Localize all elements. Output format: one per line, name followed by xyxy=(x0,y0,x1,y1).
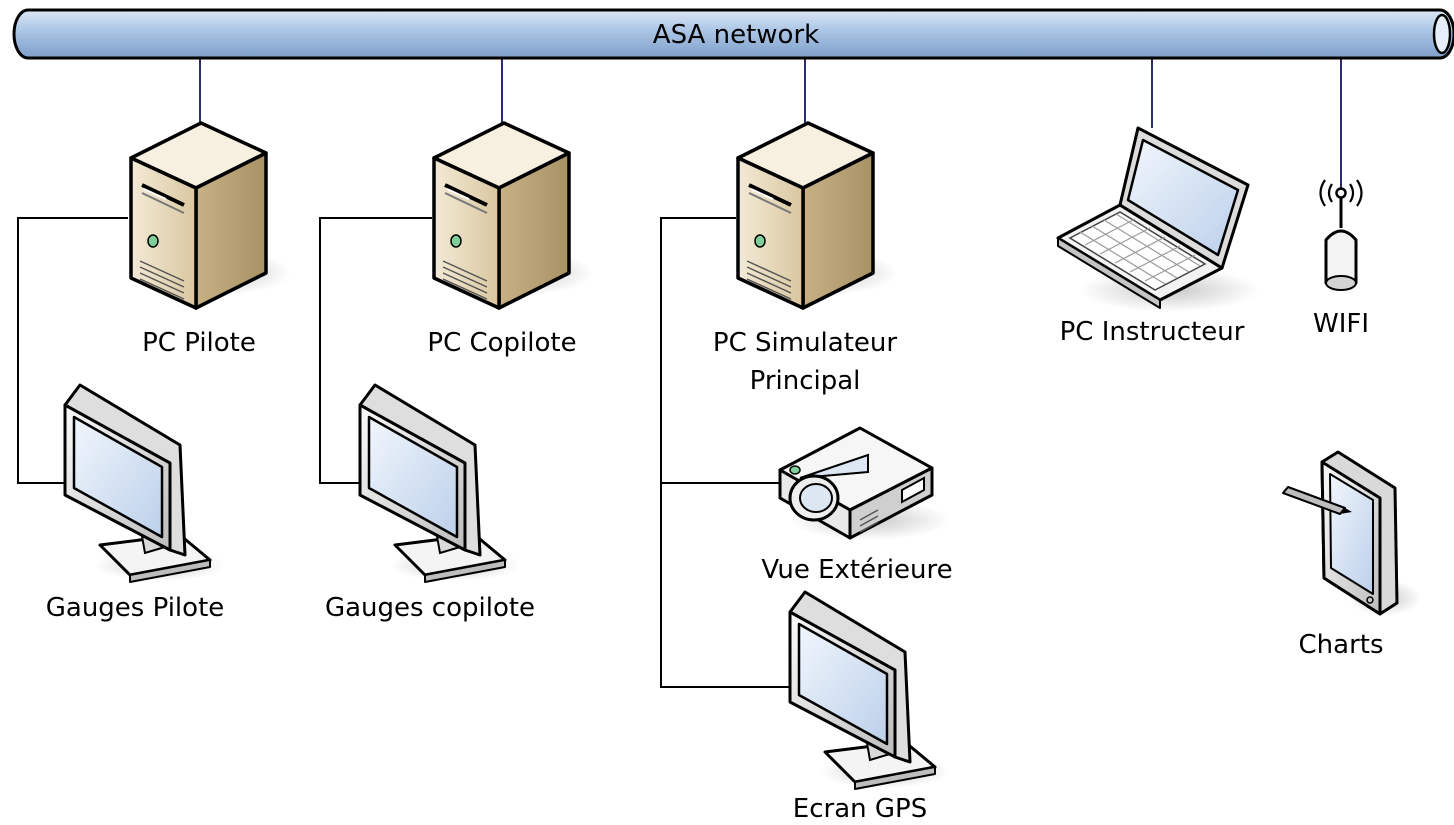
network-label: ASA network xyxy=(653,20,819,50)
charts-label: Charts xyxy=(1299,630,1384,660)
wifi-label: WIFI xyxy=(1313,309,1369,339)
monitor-icon xyxy=(788,590,952,791)
node-wifi: WIFI xyxy=(1313,179,1369,339)
pc-simulateur-label-line2: Principal xyxy=(750,366,861,396)
pc-instructeur-label: PC Instructeur xyxy=(1060,317,1245,347)
wifi-access-point-icon xyxy=(1319,179,1363,291)
node-pc-copilote: PC Copilote xyxy=(427,121,596,358)
node-gauges-copilote: Gauges copilote xyxy=(325,383,535,623)
node-pc-pilote: PC Pilote xyxy=(129,121,293,358)
asa-network-bus: ASA network xyxy=(12,8,1454,60)
server-tower-icon xyxy=(129,121,293,310)
laptop-icon xyxy=(1056,126,1260,312)
pc-simulateur-label-line1: PC Simulateur xyxy=(713,328,897,358)
projector-icon xyxy=(778,426,950,540)
node-gauges-pilote: Gauges Pilote xyxy=(46,383,227,623)
server-tower-icon xyxy=(432,121,596,310)
pc-pilote-label: PC Pilote xyxy=(142,328,256,358)
node-pc-simulateur: PC Simulateur Principal xyxy=(713,121,900,396)
server-tower-icon xyxy=(736,121,900,310)
node-ecran-gps: Ecran GPS xyxy=(788,590,952,824)
node-vue-exterieure: Vue Extérieure xyxy=(761,426,953,585)
gauges-copilote-label: Gauges copilote xyxy=(325,593,535,623)
vue-exterieure-label: Vue Extérieure xyxy=(761,555,952,585)
tablet-icon xyxy=(1282,450,1421,616)
ecran-gps-label: Ecran GPS xyxy=(793,794,927,824)
network-links xyxy=(199,58,1342,190)
gauges-pilote-label: Gauges Pilote xyxy=(46,593,225,623)
pc-copilote-label: PC Copilote xyxy=(427,328,576,358)
node-charts: Charts xyxy=(1282,450,1421,660)
node-pc-instructeur: PC Instructeur xyxy=(1056,126,1260,347)
local-links xyxy=(17,217,792,688)
monitor-icon xyxy=(358,383,522,584)
monitor-icon xyxy=(63,383,227,584)
